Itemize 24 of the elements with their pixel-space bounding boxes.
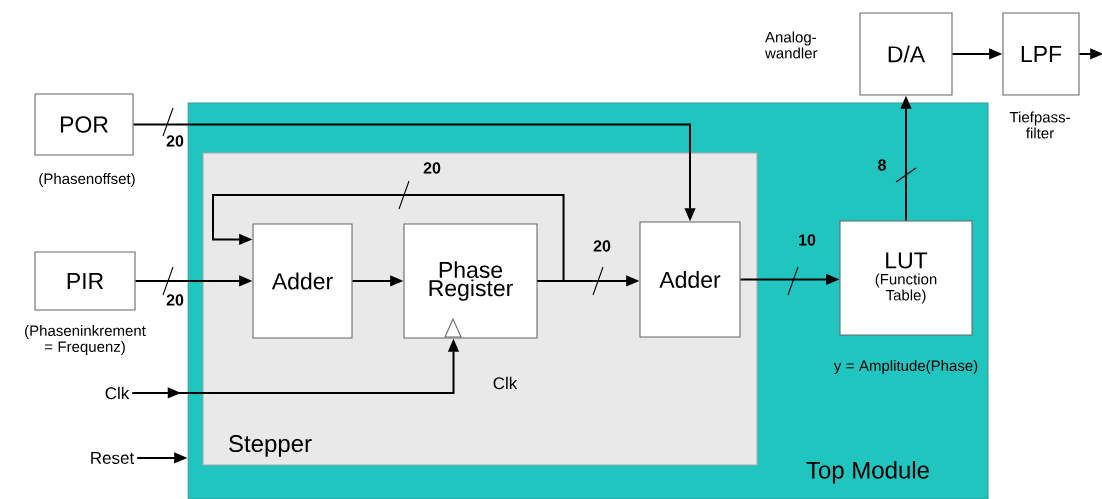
block-box: Adder <box>639 221 741 338</box>
node-caption: (Phaseninkrement = Frequenz) <box>25 325 146 355</box>
edge-label: 8 <box>878 159 886 171</box>
arrow <box>1078 48 1102 60</box>
signal-name: Reset <box>91 452 135 464</box>
node-caption: Tiefpass- filter <box>1009 111 1070 139</box>
block-box: LUT (Function Table) <box>839 220 973 336</box>
edge-label: 20 <box>423 162 441 174</box>
block-box: Adder <box>252 223 353 339</box>
block-box: PIR <box>34 251 136 311</box>
node-caption: Analog- wandler <box>765 31 818 59</box>
edge-label: 20 <box>593 240 611 252</box>
signal-name: Clk <box>105 386 130 400</box>
arrow <box>212 194 565 282</box>
edge-label: 20 <box>166 135 184 147</box>
block-box: LPF <box>1002 12 1080 96</box>
block-box: Phase Register <box>403 223 538 339</box>
node-caption: y = Amplitude(Phase) <box>833 360 978 374</box>
node-caption: (Phasenoffset) <box>39 173 135 187</box>
signal-name: Clk <box>493 376 518 390</box>
edge-label: 10 <box>799 234 816 246</box>
block-box: POR <box>34 93 134 156</box>
edge-label: 20 <box>166 294 184 306</box>
block-box: D/A <box>859 12 953 96</box>
